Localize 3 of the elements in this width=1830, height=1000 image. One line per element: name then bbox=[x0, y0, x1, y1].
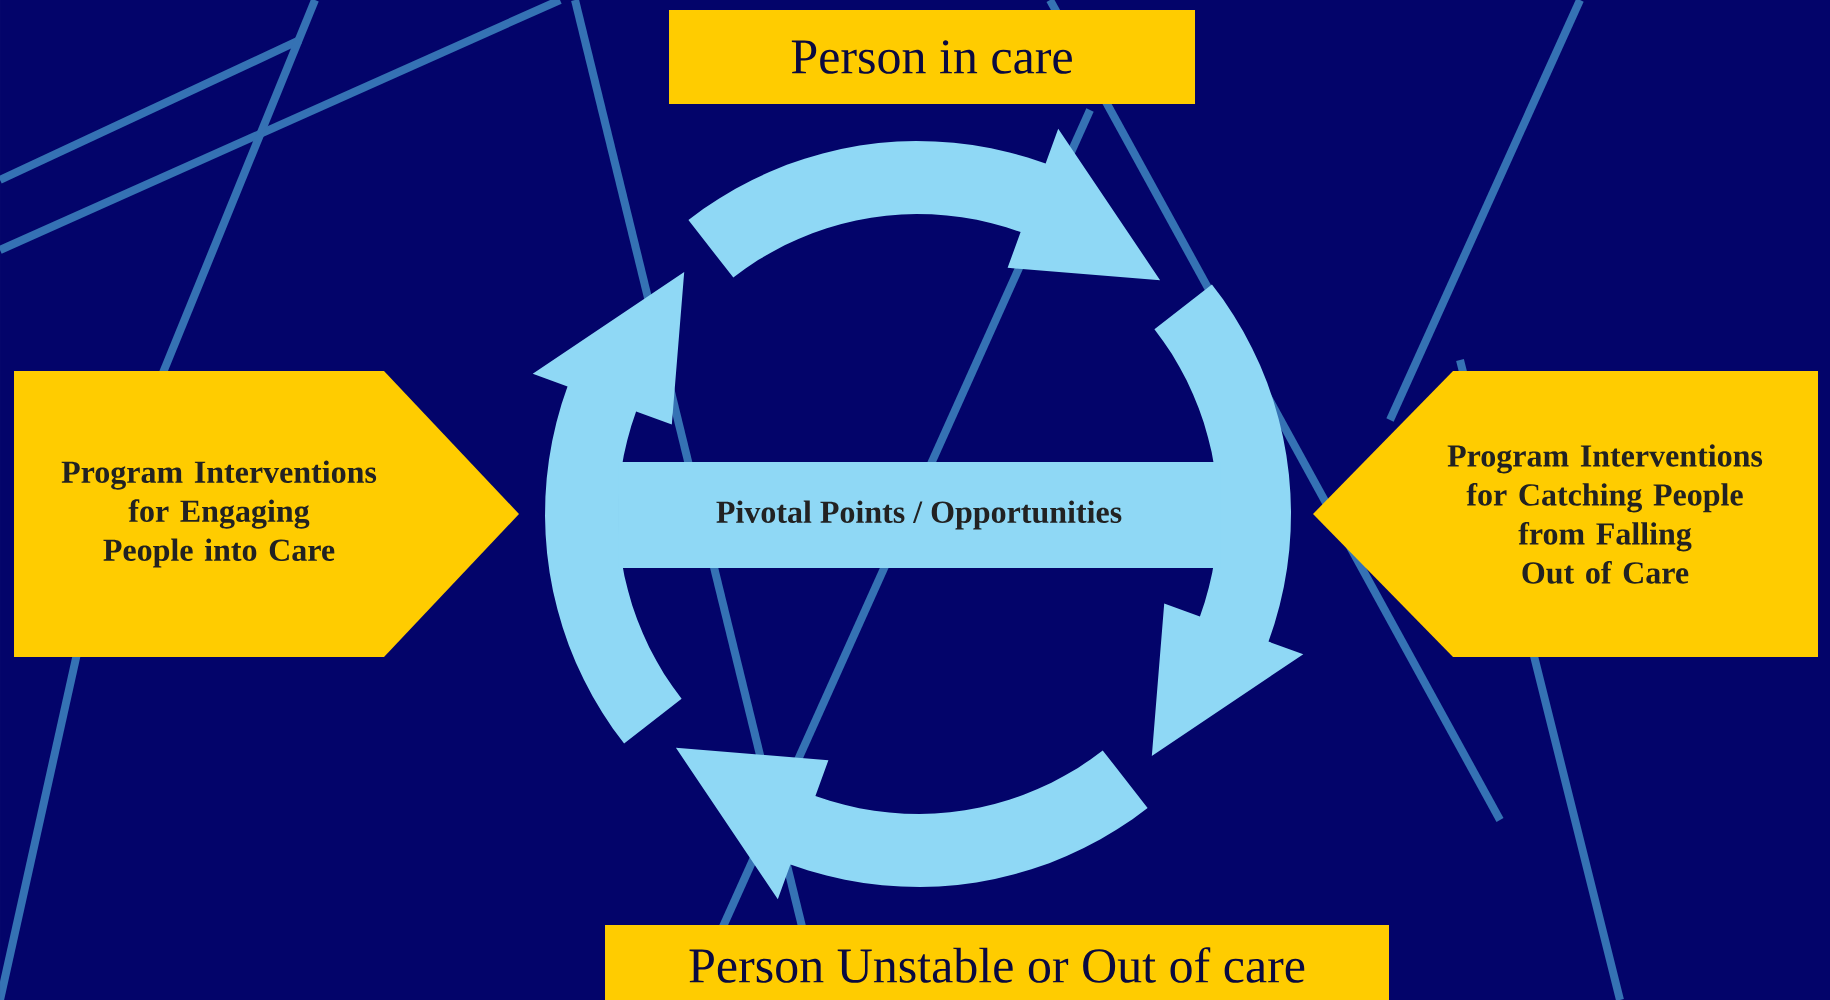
title-box: Person in care bbox=[669, 10, 1195, 104]
band-label: Pivotal Points / Opportunities bbox=[618, 462, 1220, 568]
title-box: Person Unstable or Out of care bbox=[605, 925, 1389, 1000]
